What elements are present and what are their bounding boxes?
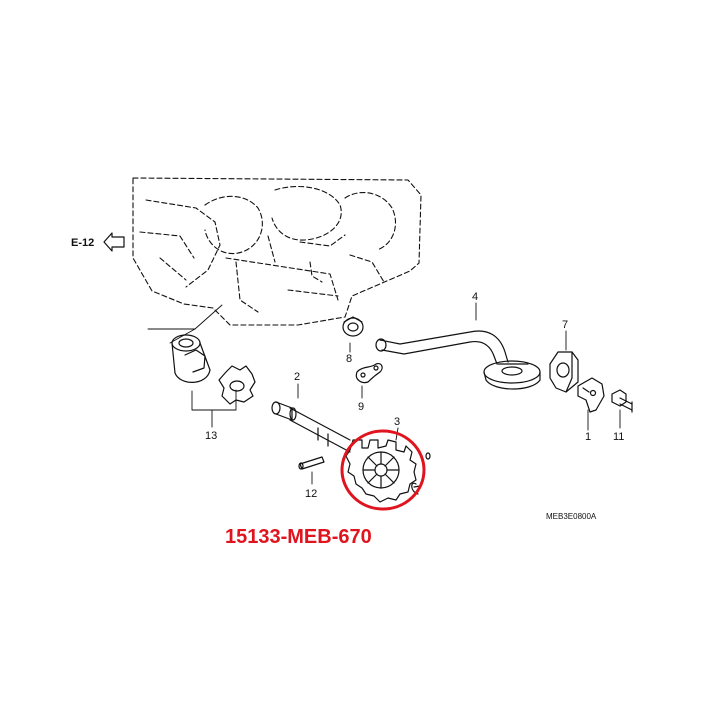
bolt: [611, 389, 633, 413]
grommet: [342, 316, 364, 337]
highlight-circle: [340, 429, 426, 511]
callout-2: 2: [294, 371, 300, 383]
callout-12: 12: [305, 488, 317, 500]
pump-rotor-outer: [171, 334, 211, 383]
callout-11: 11: [613, 431, 624, 443]
drawing-code: MEB3E0800A: [546, 512, 597, 521]
dowel-pin: [298, 456, 325, 470]
reference-arrow: [103, 232, 125, 252]
leader-lines: [147, 302, 621, 485]
callout-1: 1: [585, 431, 591, 443]
callout-13: 13: [205, 430, 217, 442]
callout-3: 3: [394, 416, 400, 428]
oil-strainer-pipe: [375, 330, 541, 390]
callout-7: 7: [562, 319, 568, 331]
callout-9: 9: [358, 401, 364, 413]
pump-drive-gear: [345, 439, 417, 503]
crankcase-outline: [132, 177, 422, 326]
pump-shaft: [271, 401, 351, 453]
clip: [355, 363, 383, 384]
bracket: [577, 377, 605, 413]
callout-4: 4: [472, 291, 478, 303]
reference-label: E-12: [71, 237, 94, 249]
callout-8: 8: [346, 353, 352, 365]
oil-seal: [549, 351, 579, 393]
pump-rotor-inner: [218, 365, 256, 405]
part-number: 15133-MEB-670: [225, 526, 372, 548]
